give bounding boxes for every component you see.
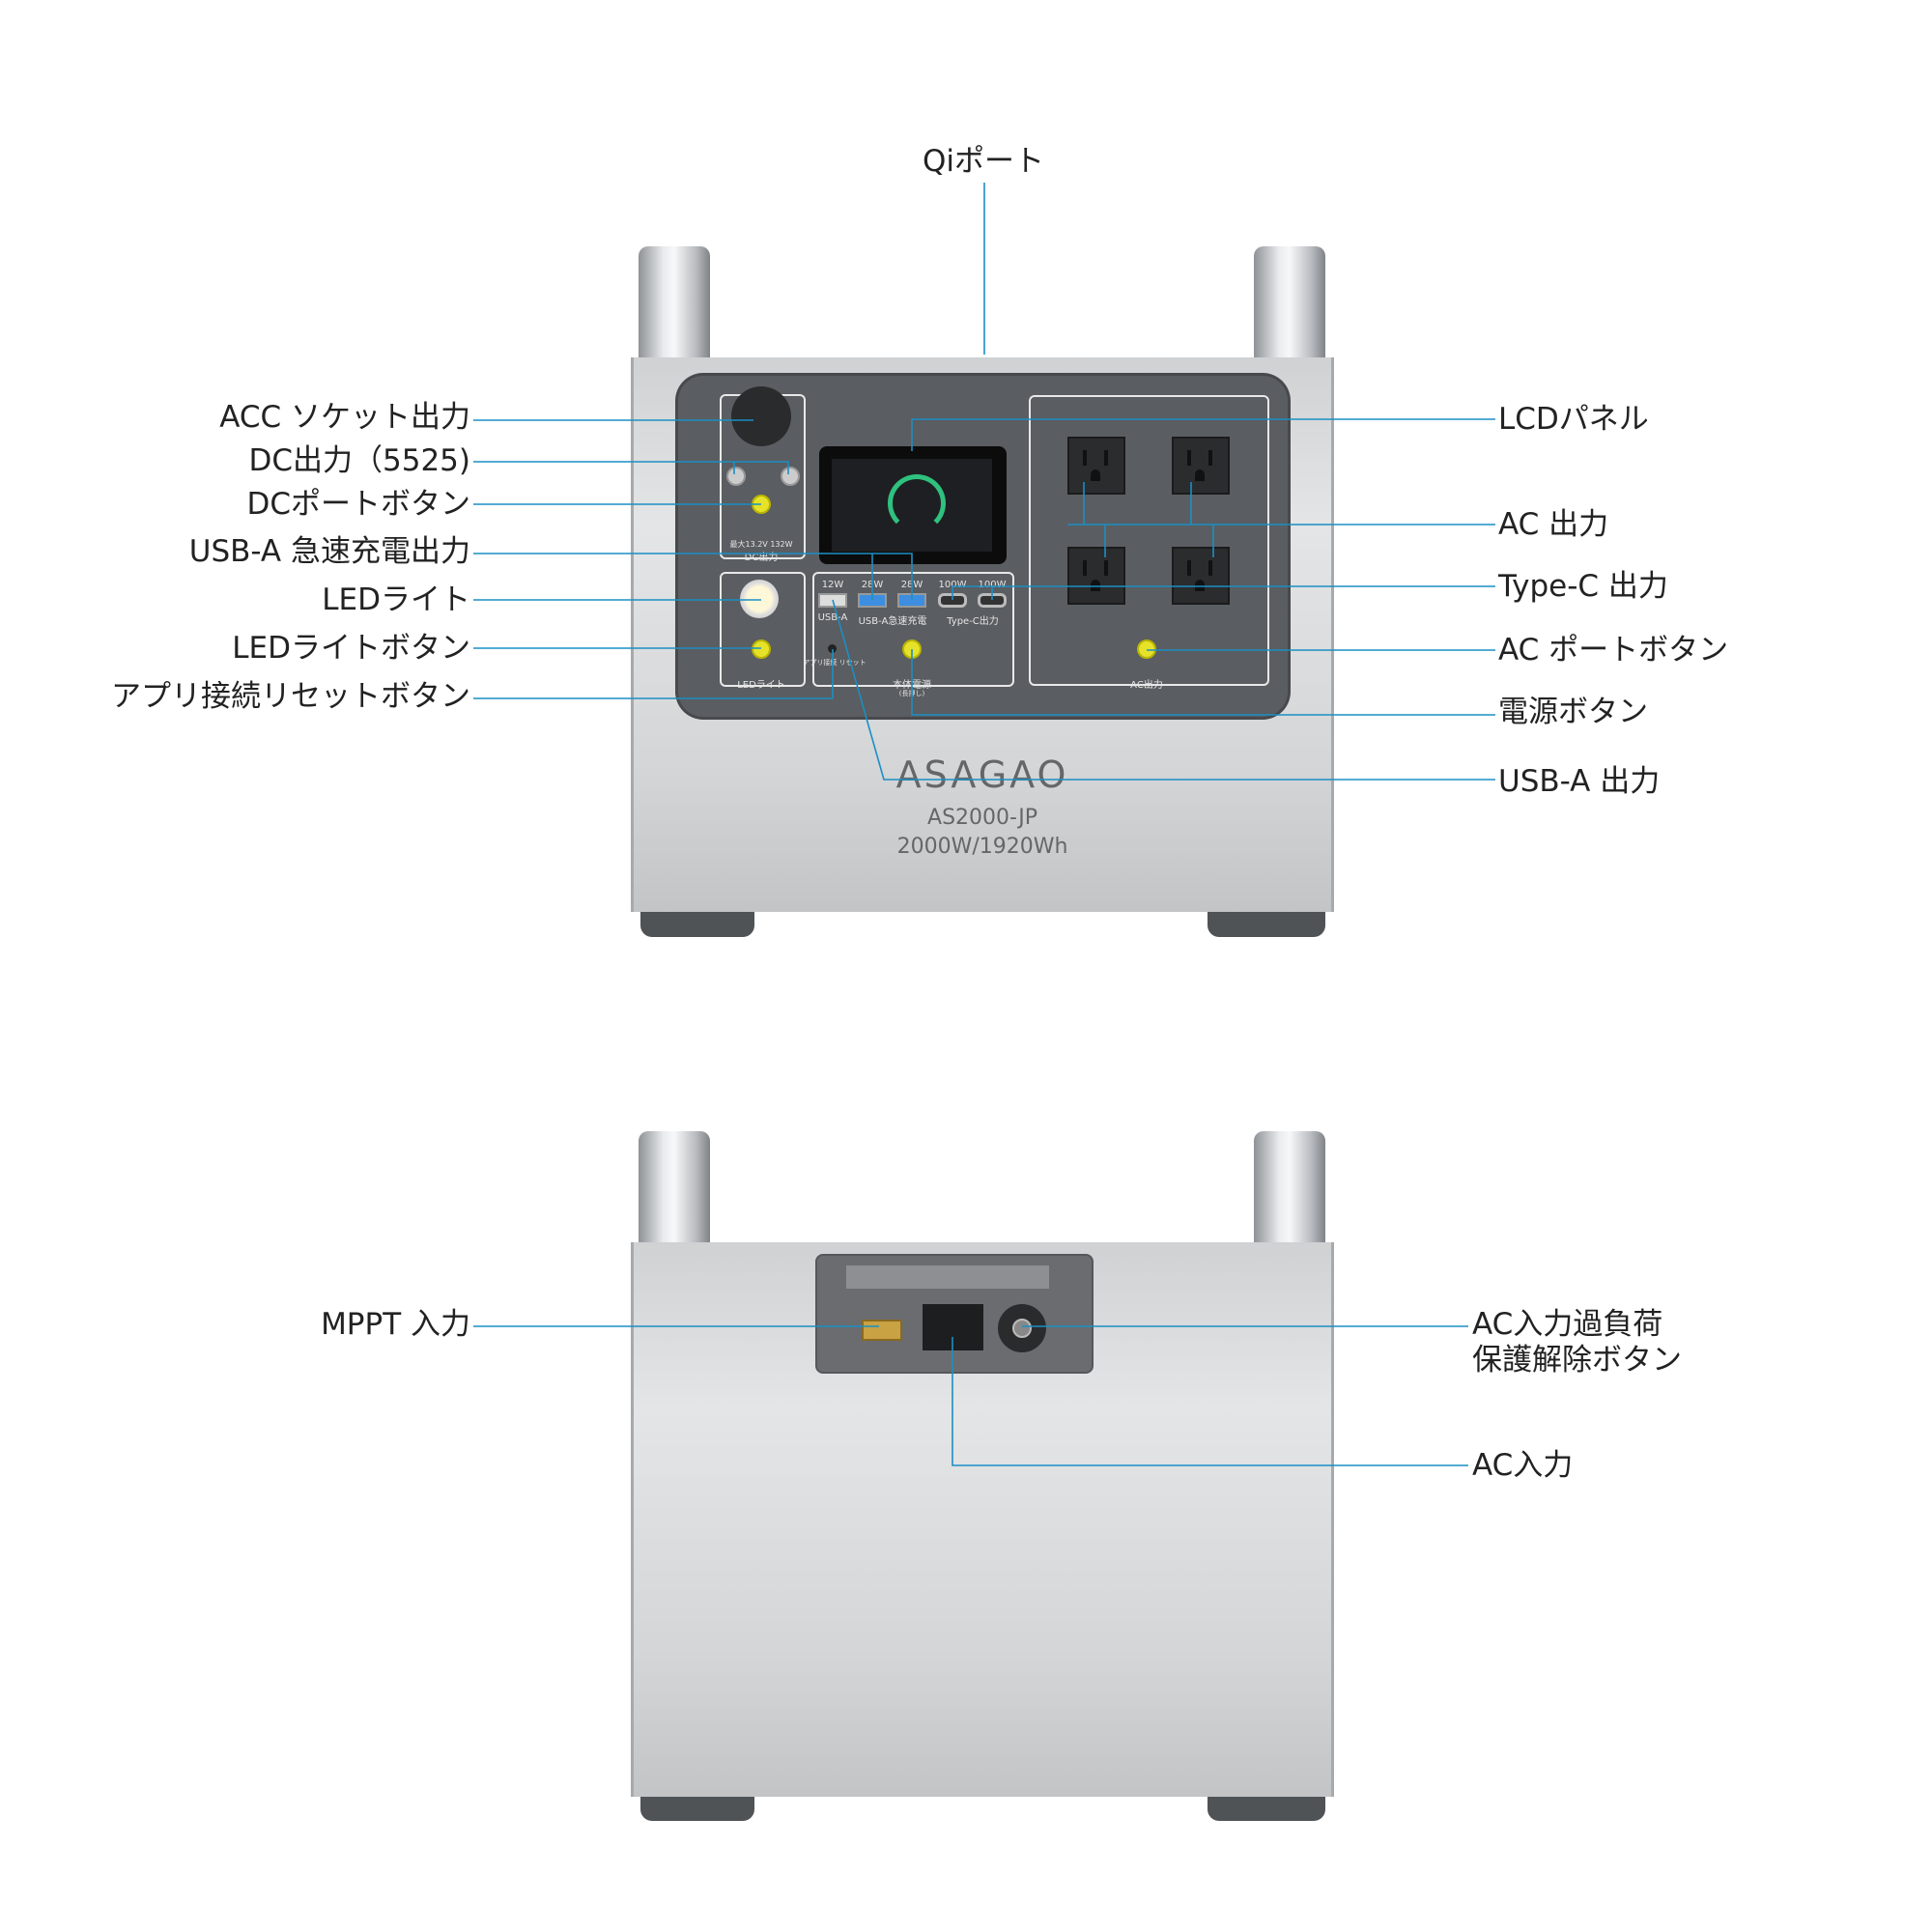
usb-a-caption: USB-A [817,612,848,623]
foot [1208,1797,1325,1821]
label-ac-input: AC入力 [1472,1448,1574,1483]
label-usb-a: USB-A 出力 [1498,764,1661,799]
lcd-screen [832,459,992,552]
leader-ac-out [1067,482,1495,557]
leader-usb-fast [473,553,913,600]
label-led-button: LEDライトボタン [232,631,470,666]
label-led-light: LEDライト [322,582,470,617]
label-ac-button: AC ポートボタン [1498,633,1729,668]
overload-reset-button[interactable] [998,1304,1046,1352]
ac-outlet[interactable] [1172,547,1230,605]
lcd-panel [819,446,1007,564]
leader-type-c [952,585,1495,600]
mppt-input-port[interactable] [862,1320,902,1341]
usb-watt: 100W [938,580,967,590]
dc-spec-text: 最大13.2V 132W [729,540,793,549]
ac-outlet[interactable] [1067,437,1125,495]
leader-power [911,649,1495,716]
label-type-c: Type-C 出力 [1498,569,1668,604]
label-overload-line1: AC入力過負荷 [1472,1307,1663,1342]
ac-port-button[interactable] [1137,639,1156,659]
left-handle [639,1131,710,1244]
led-light-button[interactable] [752,639,771,659]
dc-port[interactable] [726,467,746,486]
model-name: AS2000-JP [927,806,1037,830]
type-c-caption: Type-C出力 [947,616,999,627]
leader-app-reset [473,649,834,699]
label-usb-fast: USB-A 急速充電出力 [188,534,470,569]
label-acc-socket: ACC ソケット出力 [219,400,470,435]
label-dc-output: DC出力（5525) [248,443,470,478]
foot [640,912,754,937]
label-app-reset: アプリ接続リセットボタン [111,679,470,714]
left-handle [639,246,710,360]
leader-lcd [911,418,1495,451]
leader-dc [473,461,789,474]
leader-usb-a [832,599,1495,781]
ac-outlet[interactable] [1172,437,1230,495]
label-mppt: MPPT 入力 [321,1307,470,1342]
ac-output-caption: AC出力 [1130,680,1163,691]
capacity-text: 2000W/1920Wh [896,835,1068,859]
usb-watt: 100W [978,580,1007,590]
dc-output-caption: DC出力 [744,553,779,563]
brand-logo: ASAGAO [895,753,1069,796]
ac-outlet[interactable] [1067,547,1125,605]
label-overload-line2: 保護解除ボタン [1472,1343,1682,1378]
foot [640,1797,754,1821]
usb-watt: 12W [821,580,844,590]
usb-a-fast-caption: USB-A急速充電 [858,616,927,627]
led-box [720,572,806,687]
rear-label-strip [846,1265,1049,1289]
label-lcd: LCDパネル [1498,402,1649,437]
app-reset-button[interactable] [828,644,837,653]
led-light [740,580,779,618]
label-ac-out: AC 出力 [1498,507,1609,542]
ac-output-box [1029,395,1269,686]
label-power-button: 電源ボタン [1498,695,1648,729]
lcd-gauge [888,474,946,532]
foot [1208,912,1325,937]
right-handle [1254,246,1325,360]
leader-ac-input [952,1337,1468,1466]
acc-socket[interactable] [731,386,791,446]
label-qi-port: Qiポート [922,144,1045,179]
dc-port[interactable] [781,467,800,486]
right-handle [1254,1131,1325,1244]
led-caption: LEDライト [737,680,785,691]
app-reset-caption: アプリ接続 リセット [803,659,867,667]
label-dc-button: DCポートボタン [246,487,470,522]
usb-box [812,572,1014,687]
